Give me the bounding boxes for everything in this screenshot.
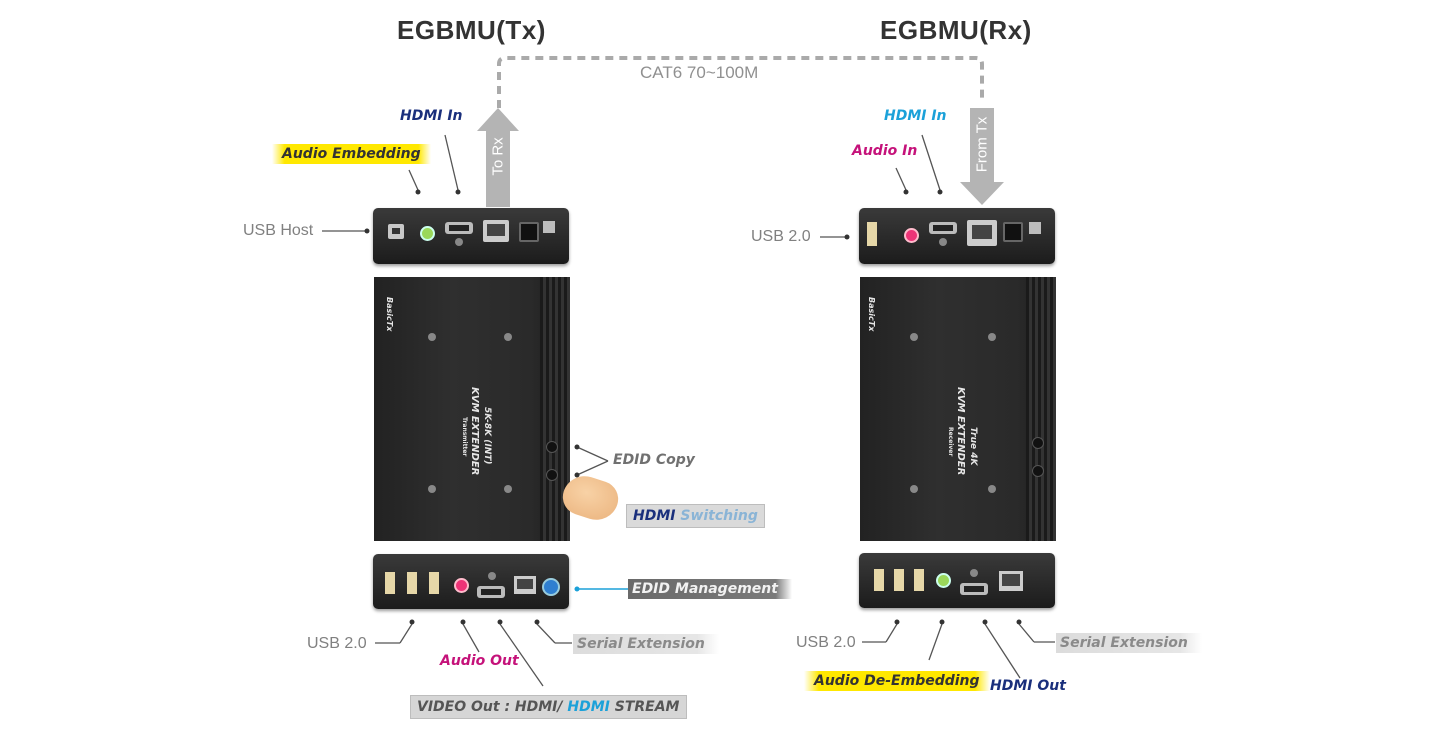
screw-icon: [488, 572, 496, 580]
title-rx: EGBMU(Rx): [880, 15, 1032, 45]
hdmi-port-icon: [445, 222, 473, 234]
tx-model-line2: KVM EXTENDER: [469, 387, 480, 476]
tx-audio-out-label: Audio Out: [440, 653, 519, 669]
usb-a-port-icon: [894, 569, 904, 591]
tx-model-line1: 5K-8K (INT): [482, 407, 492, 465]
rx-button-top[interactable]: [1032, 437, 1044, 449]
hdmi-switching-label: HDMI Switching: [626, 504, 765, 528]
rx-bottom-panel: [859, 553, 1055, 608]
rx-serial-extension-label: Serial Extension: [1056, 633, 1202, 653]
screw-icon: [455, 238, 463, 246]
rx-model-line1: True 4K: [968, 427, 978, 466]
serial-port-icon: [999, 571, 1023, 591]
tx-usb-host-label: USB Host: [243, 222, 314, 239]
hdmi-out-port-icon: [960, 583, 988, 595]
tx-brand: BasicTx: [385, 297, 394, 332]
from-tx-label: From Tx: [973, 116, 991, 173]
rx-brand: BasicTx: [867, 297, 876, 332]
audio-out-jack-icon: [936, 573, 951, 588]
rx-button-bottom[interactable]: [1032, 465, 1044, 477]
video-out-text-b: HDMI: [567, 699, 610, 715]
rx-hdmi-out-label: HDMI Out: [990, 678, 1066, 694]
tx-main-body: 5K-8K (INT) KVM EXTENDER Transmitter Bas…: [374, 277, 570, 541]
screw-icon: [970, 569, 978, 577]
usb-a-port-icon: [429, 572, 439, 594]
usb-a-port-icon: [874, 569, 884, 591]
edid-dip-switch-icon[interactable]: [542, 578, 560, 596]
tx-hdmi-in-label: HDMI In: [400, 108, 463, 124]
to-rx-label: To Rx: [489, 137, 507, 176]
rx-model-line2: KVM EXTENDER: [955, 387, 966, 476]
hdmi-switching-button[interactable]: [546, 469, 558, 481]
hdmi-switching-text: Switching: [680, 508, 758, 524]
audio-in-jack-icon: [904, 228, 919, 243]
audio-jack-icon: [420, 226, 435, 241]
cat6-cable: [497, 56, 984, 108]
video-out-label: VIDEO Out : HDMI/ HDMI STREAM: [410, 695, 687, 719]
rx-model-line3: Receiver: [947, 427, 954, 457]
usb-a-port-icon: [385, 572, 395, 594]
ground-screw-icon: [1029, 222, 1041, 234]
rx-audio-de-embedding-label: Audio De-Embedding: [804, 671, 990, 691]
usb-a-port-icon: [407, 572, 417, 594]
tx-bottom-panel: [373, 554, 569, 609]
ground-screw-icon: [543, 221, 555, 233]
tx-top-panel: [373, 208, 569, 264]
to-rx-arrow: [477, 108, 519, 207]
rx-audio-in-label: Audio In: [852, 143, 918, 159]
from-tx-arrow: [960, 108, 1004, 205]
rx-usb-bottom-label: USB 2.0: [796, 634, 856, 651]
video-out-text-c: STREAM: [614, 699, 680, 715]
rj45-port-icon: [483, 220, 509, 242]
edid-copy-label: EDID Copy: [613, 452, 695, 468]
title-tx: EGBMU(Tx): [397, 15, 546, 45]
cable-label: CAT6 70~100M: [640, 63, 759, 82]
edid-management-label: EDID Management: [628, 579, 792, 599]
rj45-port-icon: [967, 220, 997, 246]
audio-out-jack-icon: [454, 578, 469, 593]
rx-usb-top-label: USB 2.0: [751, 228, 811, 245]
power-jack-icon: [1003, 222, 1023, 242]
usb-b-port-icon: [388, 224, 404, 239]
screw-icon: [939, 238, 947, 246]
usb-a-port-icon: [867, 222, 877, 246]
tx-audio-embedding-label: Audio Embedding: [272, 144, 431, 164]
hdmi-out-port-icon: [477, 586, 505, 598]
rx-main-body: True 4K KVM EXTENDER Receiver BasicTx: [860, 277, 1056, 541]
tx-serial-extension-label: Serial Extension: [573, 634, 719, 654]
edid-copy-button[interactable]: [546, 441, 558, 453]
serial-port-icon: [514, 576, 536, 594]
rx-hdmi-in-label: HDMI In: [884, 108, 947, 124]
hdmi-switching-hdmi: HDMI: [633, 508, 676, 524]
tx-model-line3: Transmitter: [461, 417, 468, 457]
rx-top-panel: [859, 208, 1055, 264]
power-jack-icon: [519, 222, 539, 242]
usb-a-port-icon: [914, 569, 924, 591]
video-out-text-a: VIDEO Out : HDMI/: [417, 699, 563, 715]
hdmi-port-icon: [929, 222, 957, 234]
tx-usb-label: USB 2.0: [307, 635, 367, 652]
